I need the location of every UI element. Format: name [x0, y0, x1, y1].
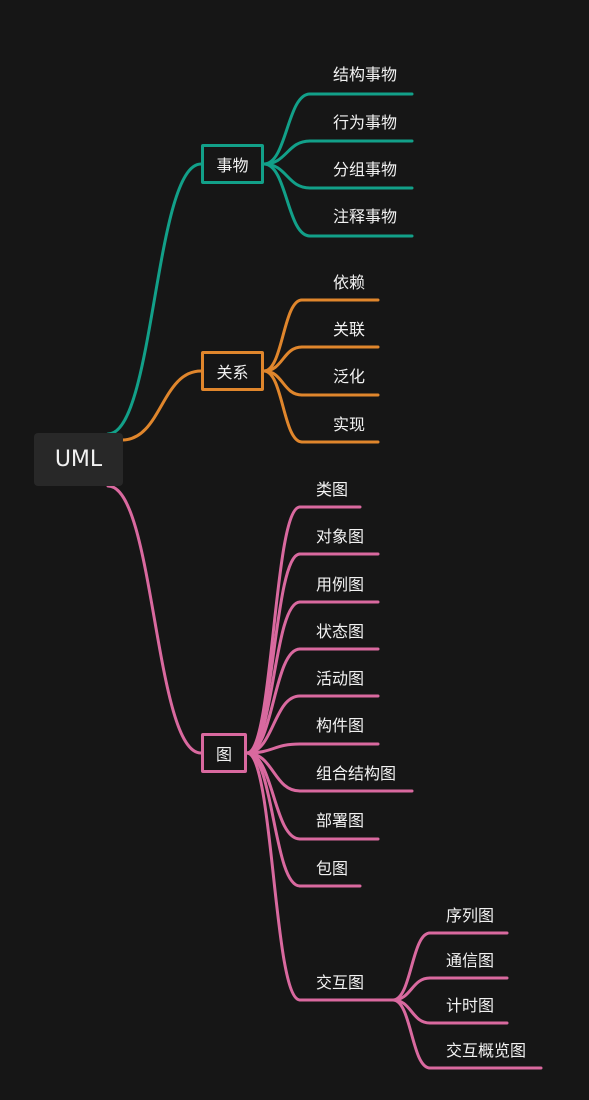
edge-interaction-child [391, 931, 432, 1002]
root-node-uml[interactable]: UML [34, 433, 123, 486]
leaf-structural-things[interactable]: 结构事物 [333, 65, 398, 84]
leaf-package-diagram[interactable]: 包图 [316, 859, 349, 878]
leaf-grouping-things[interactable]: 分组事物 [333, 160, 398, 179]
leaf-sequence-diagram[interactable]: 序列图 [446, 906, 495, 925]
leaf-association[interactable]: 关联 [333, 320, 366, 339]
edge-interaction-child [391, 998, 432, 1070]
edge-relationships-child [262, 298, 304, 373]
edge-root-to-things [106, 162, 203, 436]
leaf-interaction-diagram[interactable]: 交互图 [316, 973, 365, 992]
edge-diagrams-child [245, 694, 302, 755]
leaf-deployment-diagram[interactable]: 部署图 [316, 811, 365, 830]
leaf-dependency[interactable]: 依赖 [333, 273, 366, 292]
edge-things-child [262, 162, 312, 238]
leaf-communication-diagram[interactable]: 通信图 [446, 951, 495, 970]
branch-node-things[interactable]: 事物 [201, 144, 264, 184]
branch-node-relationships[interactable]: 关系 [201, 351, 264, 391]
leaf-generalization[interactable]: 泛化 [333, 367, 366, 386]
leaf-activity-diagram[interactable]: 活动图 [316, 669, 365, 688]
leaf-class-diagram[interactable]: 类图 [316, 480, 349, 499]
leaf-realization[interactable]: 实现 [333, 415, 366, 434]
edge-diagrams-child [245, 751, 302, 1002]
leaf-interaction-overview-diagram[interactable]: 交互概览图 [446, 1041, 527, 1060]
edge-relationships-child [262, 369, 304, 444]
edge-diagrams-child [245, 505, 302, 755]
edge-things-child [262, 92, 312, 166]
leaf-object-diagram[interactable]: 对象图 [316, 527, 365, 546]
leaf-state-diagram[interactable]: 状态图 [316, 622, 365, 641]
edge-diagrams-child [245, 647, 302, 755]
leaf-annotational-things[interactable]: 注释事物 [333, 207, 398, 226]
edge-root-to-diagrams [106, 484, 203, 755]
leaf-timing-diagram[interactable]: 计时图 [446, 996, 495, 1015]
leaf-composite-structure-diagram[interactable]: 组合结构图 [316, 764, 397, 783]
branch-node-diagrams[interactable]: 图 [201, 733, 247, 773]
edge-root-to-relationships [120, 369, 203, 442]
leaf-behavioral-things[interactable]: 行为事物 [333, 113, 398, 132]
leaf-component-diagram[interactable]: 构件图 [316, 716, 365, 735]
leaf-use-case-diagram[interactable]: 用例图 [316, 575, 365, 594]
edge-diagrams-child [245, 751, 302, 888]
